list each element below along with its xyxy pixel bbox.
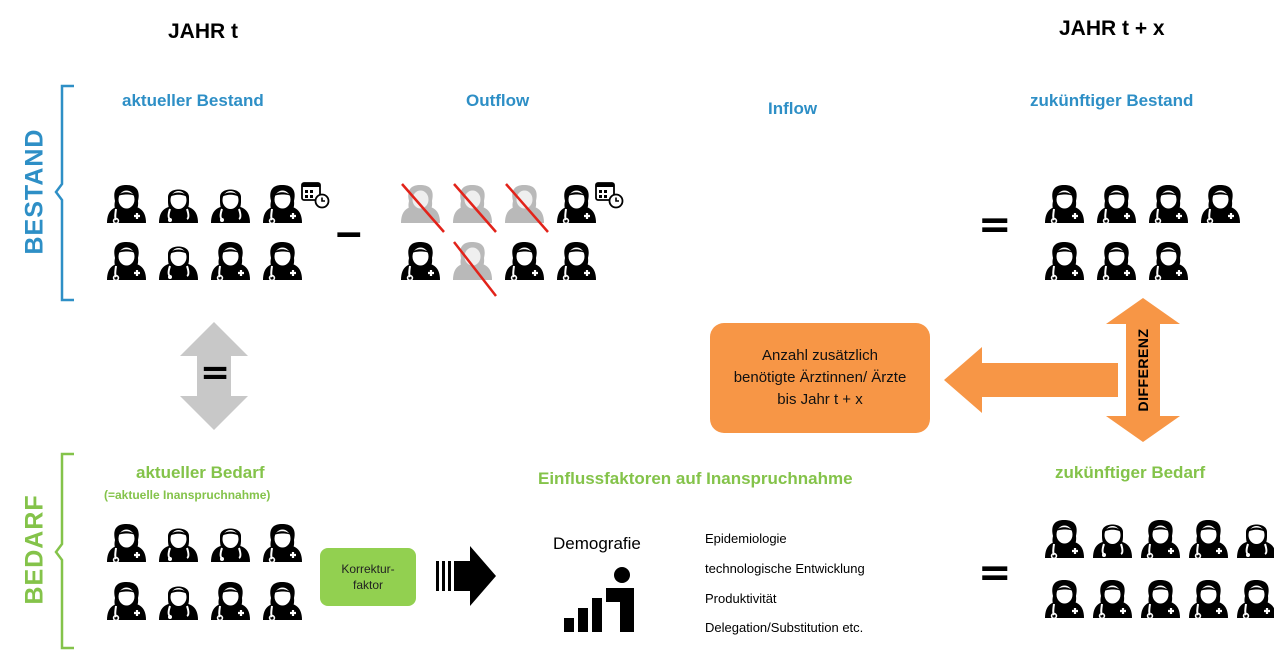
year-t-header: JAHR t xyxy=(168,20,239,43)
doctor-male-icon xyxy=(210,188,251,224)
demografie-label: Demografie xyxy=(553,534,641,553)
outflow-title: Outflow xyxy=(466,91,530,110)
equals-bestand: = xyxy=(978,202,1012,248)
doctor-male-icon xyxy=(210,527,251,563)
doctor-female-icon xyxy=(1187,520,1230,560)
aktueller-bedarf-doctors xyxy=(105,524,304,622)
minus-operator: – xyxy=(336,205,362,257)
doctor-female-icon xyxy=(261,580,304,622)
bedarf-side-label: BEDARF xyxy=(20,494,49,605)
bestand-bracket xyxy=(54,84,74,302)
doctor-female-icon xyxy=(1235,578,1274,620)
demography-icon xyxy=(564,567,634,632)
factor-epidemiologie: Epidemiologie xyxy=(705,531,787,546)
factor-technologie: technologische Entwicklung xyxy=(705,561,865,576)
doctor-female-icon xyxy=(261,183,304,225)
doctor-female-icon xyxy=(105,524,148,564)
equals-double-arrow xyxy=(180,322,248,430)
zukuenftiger-bedarf-title: zukünftiger Bedarf xyxy=(1055,463,1206,482)
doctor-female-icon xyxy=(1043,578,1086,620)
result-box-text: Anzahl zusätzlich benötigte Ärztinnen/ Ä… xyxy=(733,347,907,408)
outflow-doctors xyxy=(399,182,624,297)
doctor-female-icon xyxy=(1043,183,1086,225)
aktueller-bedarf-title: aktueller Bedarf xyxy=(136,463,265,482)
factor-delegation: Delegation/Substitution etc. xyxy=(705,620,864,635)
aktueller-bestand-doctors xyxy=(105,182,330,282)
einflussfaktoren-title: Einflussfaktoren auf Inanspruchnahme xyxy=(538,469,853,488)
doctor-female-icon xyxy=(1199,183,1242,225)
calendar-clock-icon xyxy=(301,182,330,209)
inflow-title: Inflow xyxy=(768,99,818,118)
zukuenftiger-bestand-title: zukünftiger Bestand xyxy=(1030,91,1194,110)
doctor-male-icon xyxy=(158,585,199,621)
doctor-male-icon xyxy=(158,527,199,563)
doctor-male-icon xyxy=(158,245,199,281)
result-arrow xyxy=(944,347,1118,413)
equals-vertical: = xyxy=(200,352,231,393)
aktueller-bedarf-subtitle: (=aktuelle Inanspruchnahme) xyxy=(104,488,271,502)
differenz-label: DIFFERENZ xyxy=(1135,328,1151,412)
doctor-female-icon xyxy=(1043,520,1086,560)
doctor-female-icon xyxy=(105,240,148,282)
doctor-female-icon xyxy=(209,580,252,622)
doctor-male-icon xyxy=(158,188,199,224)
doctor-female-icon xyxy=(1091,578,1134,620)
doctor-female-icon xyxy=(1043,240,1086,282)
zukuenftiger-bestand-doctors xyxy=(1043,183,1242,282)
doctor-female-icon xyxy=(503,240,546,282)
korrekturfaktor-label: Korrektur- faktor xyxy=(341,562,395,592)
equals-bedarf: = xyxy=(978,550,1012,596)
doctor-female-icon xyxy=(1095,183,1138,225)
doctor-female-icon xyxy=(555,240,598,282)
calendar-clock-icon xyxy=(595,182,624,209)
doctor-female-icon xyxy=(1095,240,1138,282)
korrekturfaktor-box: Korrektur- faktor xyxy=(320,548,416,606)
doctor-female-icon xyxy=(399,240,442,282)
doctor-male-icon xyxy=(1092,523,1133,559)
doctor-female-icon xyxy=(1147,183,1190,225)
factor-produktivitaet: Produktivität xyxy=(705,591,777,606)
doctor-female-icon xyxy=(261,240,304,282)
doctor-female-icon xyxy=(1187,578,1230,620)
zukuenftiger-bedarf-doctors xyxy=(1043,520,1274,620)
differenz-arrow xyxy=(1106,298,1180,442)
doctor-male-icon xyxy=(1236,523,1274,559)
bestand-side-label: BESTAND xyxy=(20,128,49,255)
doctor-female-icon xyxy=(1139,578,1182,620)
doctor-female-icon xyxy=(105,580,148,622)
doctor-female-icon xyxy=(1139,520,1182,560)
bedarf-bracket xyxy=(54,452,74,650)
doctor-female-icon xyxy=(261,524,304,564)
year-tx-header: JAHR t + x xyxy=(1059,17,1165,40)
result-box: Anzahl zusätzlich benötigte Ärztinnen/ Ä… xyxy=(710,323,930,433)
doctor-female-icon xyxy=(555,183,598,225)
doctor-female-icon xyxy=(105,183,148,225)
doctor-female-icon xyxy=(1147,240,1190,282)
aktueller-bestand-title: aktueller Bestand xyxy=(122,91,264,110)
doctor-female-icon xyxy=(209,240,252,282)
striped-arrow-icon xyxy=(436,546,496,606)
